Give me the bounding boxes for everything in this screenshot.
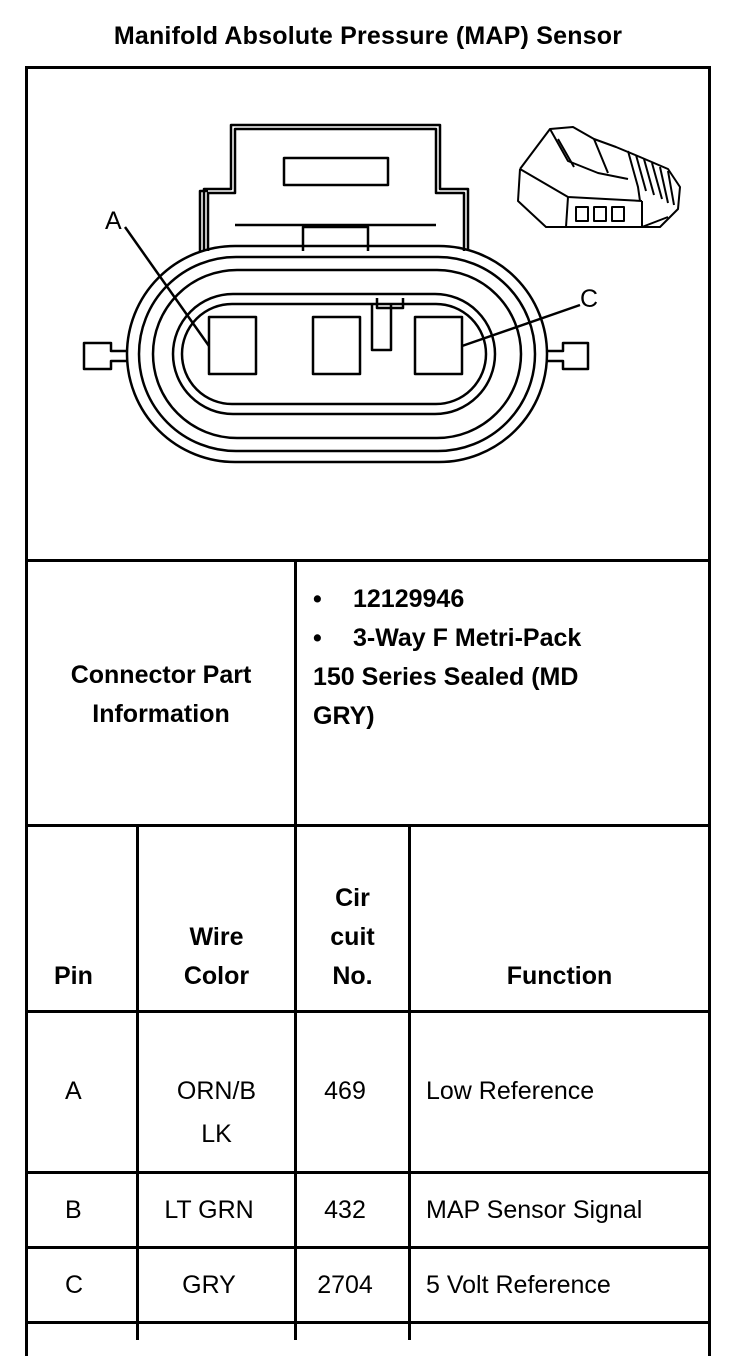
header-wire-color: Wire Color xyxy=(183,923,250,990)
divider-col-pin xyxy=(136,824,139,1340)
row-a-function: Low Reference xyxy=(426,1077,595,1105)
pin-label-c: C xyxy=(580,285,598,313)
divider-row-b xyxy=(25,1246,711,1249)
header-function: Function xyxy=(506,962,613,990)
part-number-item: • 12129946 xyxy=(313,580,703,619)
row-a-wire-color: ORN/B LK xyxy=(176,1077,257,1148)
row-c-circuit: 2704 xyxy=(317,1271,373,1299)
connector-thumbnail-icon xyxy=(517,126,681,228)
page-title: Manifold Absolute Pressure (MAP) Sensor xyxy=(113,22,623,50)
bullet-icon: • xyxy=(313,624,322,652)
bullet-icon: • xyxy=(313,585,322,613)
divider-info xyxy=(25,824,711,827)
row-b-circuit: 432 xyxy=(324,1196,366,1224)
row-b-pin: B xyxy=(65,1196,82,1224)
divider-row-c xyxy=(25,1321,711,1324)
connector-info-label: Connector Part Information xyxy=(70,661,252,728)
row-b-function: MAP Sensor Signal xyxy=(426,1196,643,1224)
connector-type-line3: GRY) xyxy=(313,702,375,730)
table-frame xyxy=(25,66,711,1356)
connector-type-item: • 3-Way F Metri-Pack xyxy=(313,619,703,658)
divider-header xyxy=(25,1010,711,1013)
part-number: 12129946 xyxy=(353,585,465,613)
row-b-wire-color: LT GRN xyxy=(164,1196,254,1224)
connector-diagram: A C xyxy=(82,123,681,464)
connector-info-details: • 12129946 • 3-Way F Metri-Pack 150 Seri… xyxy=(313,580,703,736)
divider-col-circuit xyxy=(408,824,411,1340)
header-circuit-no: Cir cuit No. xyxy=(330,884,375,990)
divider-info-column xyxy=(294,559,297,827)
divider-col-wire xyxy=(294,824,297,1340)
row-c-function: 5 Volt Reference xyxy=(426,1271,611,1299)
row-a-circuit: 469 xyxy=(324,1077,366,1105)
connector-type-line1: 3-Way F Metri-Pack xyxy=(353,624,582,652)
pin-label-a: A xyxy=(105,207,122,235)
row-c-wire-color: GRY xyxy=(182,1271,236,1299)
divider-diagram xyxy=(25,559,711,562)
row-c-pin: C xyxy=(65,1271,84,1299)
connector-type-line2: 150 Series Sealed (MD xyxy=(313,663,579,691)
header-pin: Pin xyxy=(54,962,93,990)
divider-row-a xyxy=(25,1171,711,1174)
row-a-pin: A xyxy=(65,1077,82,1105)
